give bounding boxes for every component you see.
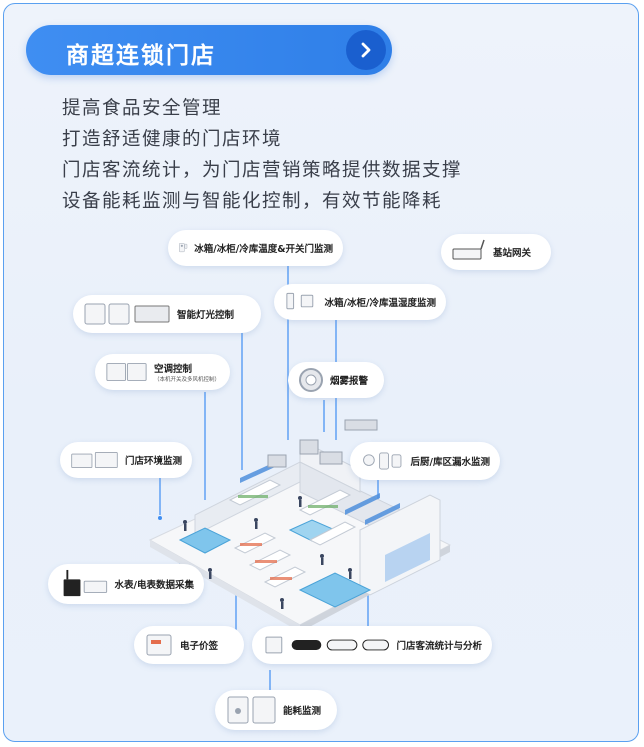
leak-label: 后厨/库区漏水监测 xyxy=(410,457,490,468)
temp-humidity-sensor-icon xyxy=(286,292,314,310)
water-leak-sensor-icon xyxy=(363,452,402,470)
temperature-sensor-icon xyxy=(179,243,188,253)
fridge-temp-label: 冰箱/冰柜/冷库温湿度监测 xyxy=(324,298,436,309)
meter-label: 水表/电表数据采集 xyxy=(114,580,194,591)
fridge-door-label: 冰箱/冰柜/冷库温度&开关门监测 xyxy=(194,244,333,255)
smoke-label: 烟雾报警 xyxy=(330,376,369,387)
energy-pill[interactable]: 能耗监测 xyxy=(215,690,337,730)
price-tag-icon xyxy=(146,634,172,656)
title-pill[interactable]: 商超连锁门店 xyxy=(26,25,392,75)
benefit-list: 提高食品安全管理 打造舒适健康的门店环境 门店客流统计，为门店营销策略提供数据支… xyxy=(62,93,462,217)
benefit-item: 打造舒适健康的门店环境 xyxy=(62,129,283,150)
energy-label: 能耗监测 xyxy=(283,706,322,717)
fridge-door-sensor-pill[interactable]: 冰箱/冰柜/冷库温度&开关门监测 xyxy=(168,230,343,266)
light-switch-icon xyxy=(84,303,170,325)
environment-pill[interactable]: 门店环境监测 xyxy=(60,442,192,478)
smoke-pill[interactable]: 烟雾报警 xyxy=(288,362,384,398)
environment-label: 门店环境监测 xyxy=(124,456,182,467)
lighting-pill[interactable]: 智能灯光控制 xyxy=(73,295,261,333)
smoke-detector-icon xyxy=(299,368,323,392)
gateway-pill[interactable]: 基站网关 xyxy=(441,234,551,270)
smart-plug-icon xyxy=(227,696,276,724)
people-counter-icon xyxy=(265,636,390,654)
price-tag-label: 电子价签 xyxy=(180,641,219,652)
leak-pill[interactable]: 后厨/库区漏水监测 xyxy=(350,442,500,480)
data-collector-icon xyxy=(63,569,108,597)
benefit-item: 提高食品安全管理 xyxy=(62,98,223,119)
chevron-right-icon[interactable] xyxy=(346,30,386,70)
aircon-label: 空调控制 （本机开关及多风机控制） xyxy=(154,361,220,383)
fridge-temp-pill[interactable]: 冰箱/冰柜/冷库温湿度监测 xyxy=(274,284,446,320)
meter-pill[interactable]: 水表/电表数据采集 xyxy=(48,564,204,604)
gateway-label: 基站网关 xyxy=(493,248,532,259)
traffic-label: 门店客流统计与分析 xyxy=(396,641,482,652)
benefit-item: 门店客流统计，为门店营销策略提供数据支撑 xyxy=(62,160,463,181)
page-title: 商超连锁门店 xyxy=(66,43,216,69)
lighting-label: 智能灯光控制 xyxy=(177,310,235,321)
thermostat-icon xyxy=(106,363,147,381)
aircon-sub: （本机开关及多风机控制） xyxy=(153,377,220,383)
gateway-icon xyxy=(452,239,485,260)
price-tag-pill[interactable]: 电子价签 xyxy=(134,626,244,664)
env-sensor-icon xyxy=(71,451,118,469)
benefit-item: 设备能耗监测与智能化控制，有效节能降耗 xyxy=(62,191,443,212)
aircon-title: 空调控制 xyxy=(153,364,192,375)
traffic-pill[interactable]: 门店客流统计与分析 xyxy=(252,626,492,664)
aircon-pill[interactable]: 空调控制 （本机开关及多风机控制） xyxy=(95,354,230,390)
